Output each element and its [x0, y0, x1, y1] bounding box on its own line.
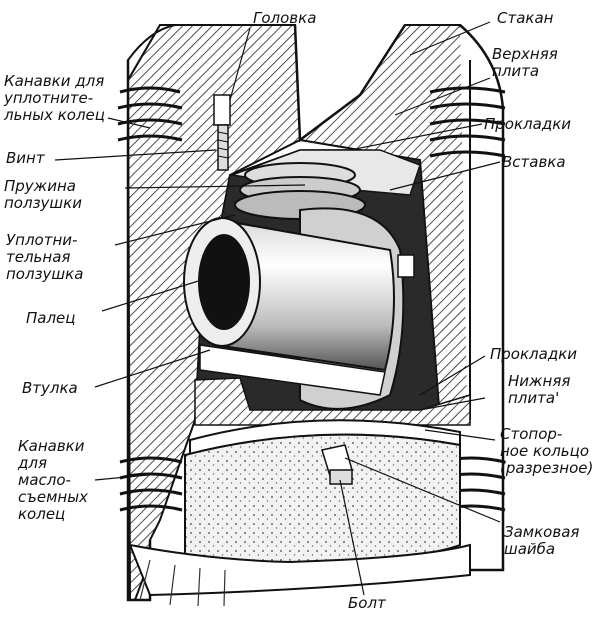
label-bolt: Болт	[348, 594, 386, 612]
label-verkhnyaya-plita: Верхняя плита	[492, 45, 558, 80]
label-vtulka: Втулка	[22, 379, 78, 397]
label-uplotnitelnaya-polzushka: Уплотни- тельная ползушка	[6, 231, 84, 283]
lower-plate	[194, 377, 471, 426]
top-ring-grooves-right	[429, 86, 506, 158]
label-pruzhina: Пружина ползушки	[4, 177, 82, 212]
label-vint: Винт	[6, 149, 45, 167]
label-stakan: Стакан	[497, 9, 554, 27]
bottom-flange	[128, 543, 471, 597]
leader-lines	[54, 21, 501, 596]
label-kanavki-maslosyemnykh: Канавки для масло- съемных колец	[18, 437, 88, 523]
label-nizhnyaya-plita: Нижняя плита'	[508, 372, 571, 407]
bushing	[199, 344, 386, 396]
label-prokladki-bottom: Прокладки	[490, 345, 577, 363]
piston-pin	[183, 217, 415, 372]
label-golovka: Головка	[253, 9, 317, 27]
label-stopornoe-koltso: Стопор- ное кольцо (разрезное)	[500, 425, 594, 477]
label-zamkovaya-shaiba: Замковая шайба	[504, 523, 580, 558]
piston-body	[126, 24, 505, 602]
label-vstavka: Вставка	[502, 153, 566, 171]
screw	[213, 94, 231, 171]
top-ring-grooves-left	[117, 86, 183, 142]
label-palets: Палец	[26, 309, 76, 327]
label-prokladki-top: Прокладки	[484, 115, 571, 133]
label-kanavki-uplotnitelnykh: Канавки для уплотните- льных колец	[4, 72, 105, 124]
